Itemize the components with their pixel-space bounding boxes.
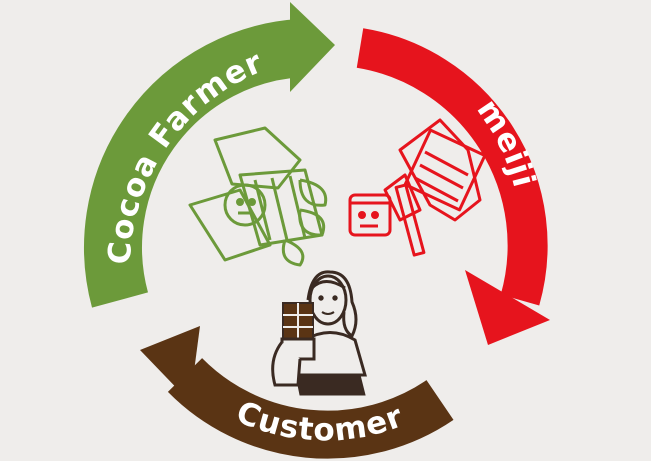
cocoa-farmers-arc (84, 2, 335, 308)
meiji-worker-icon (348, 118, 487, 257)
chocolate-customer-icon (271, 270, 367, 396)
meiji-arc (356, 28, 550, 345)
customer-arc (140, 326, 454, 459)
cocoa-farmer-icon (188, 126, 328, 267)
